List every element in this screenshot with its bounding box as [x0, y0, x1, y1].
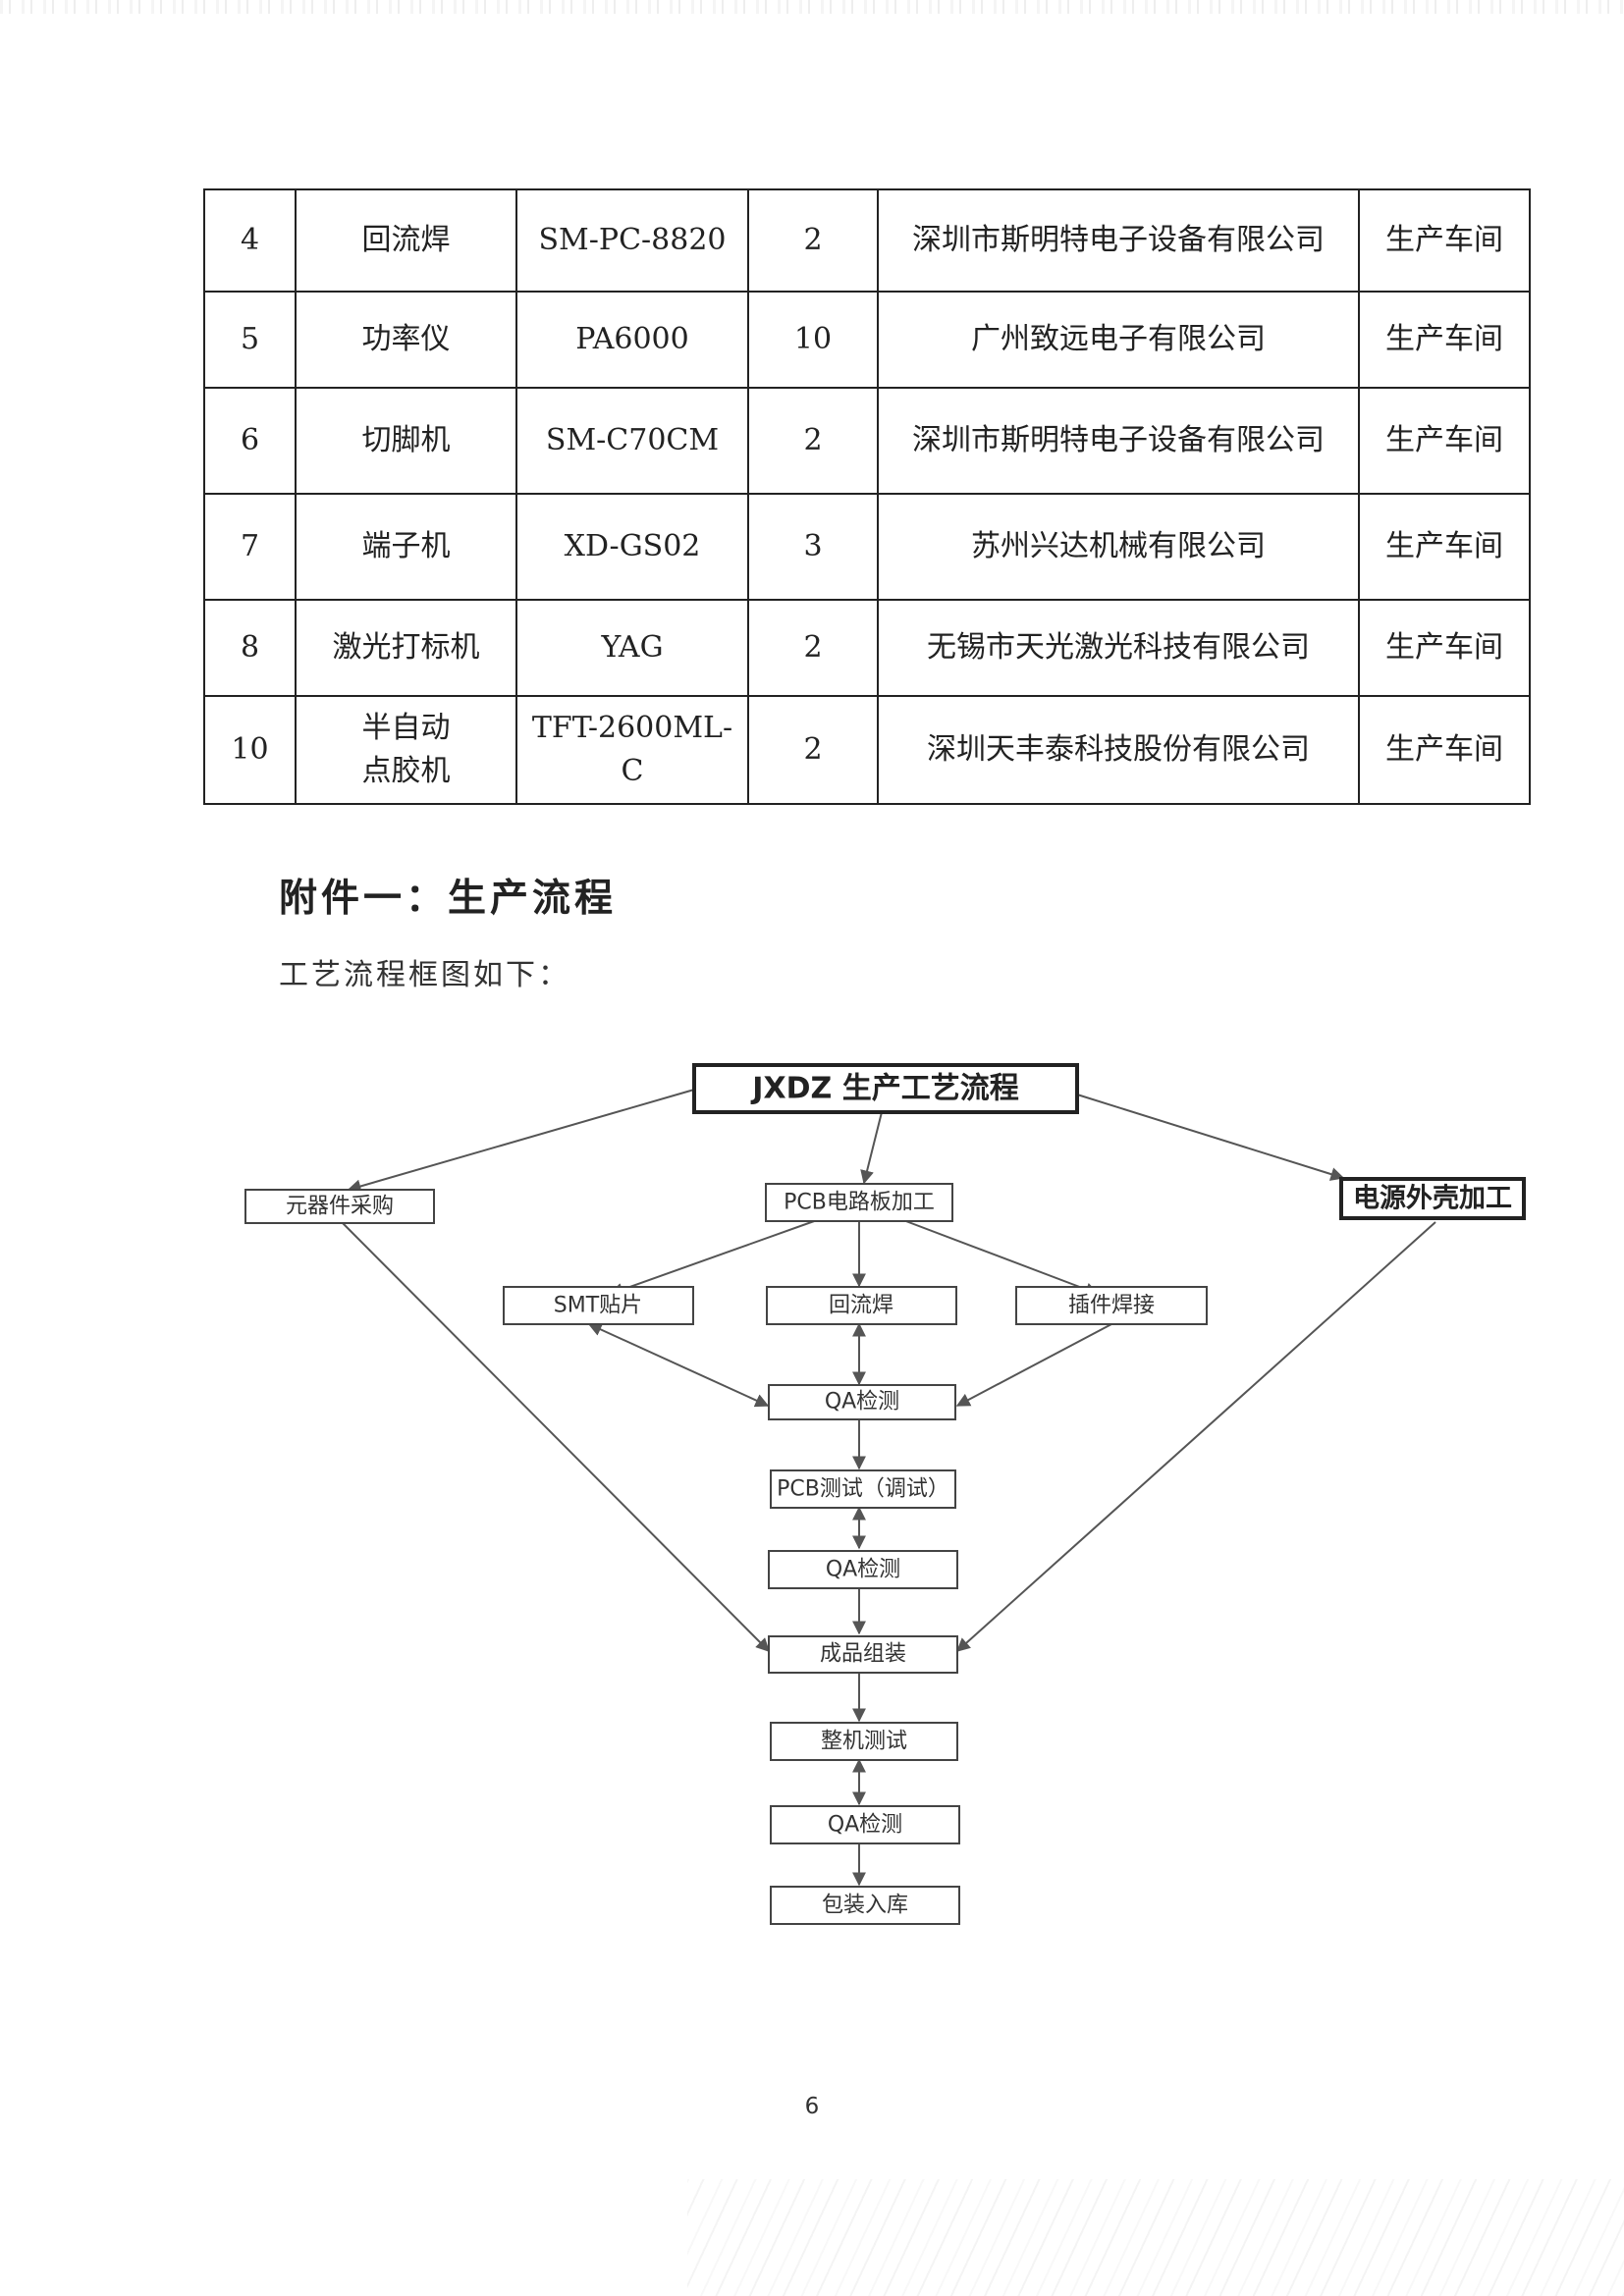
cell-supplier: 无锡市天光激光科技有限公司 — [877, 599, 1360, 697]
flow-node-pcb-processing: PCB电路板加工 — [765, 1183, 953, 1222]
flow-node-qa-2: QA检测 — [768, 1550, 958, 1589]
cell-supplier: 广州致远电子有限公司 — [877, 291, 1360, 389]
flow-node-machine-test: 整机测试 — [770, 1722, 958, 1761]
flow-node-packing: 包装入库 — [770, 1886, 960, 1925]
edge-insert-to-qa1 — [955, 1323, 1112, 1407]
cell-no: 7 — [203, 493, 297, 601]
flow-node-qa-1: QA检测 — [768, 1384, 956, 1420]
cell-location: 生产车间 — [1358, 599, 1531, 697]
cell-model: SM-PC-8820 — [515, 188, 749, 293]
section-heading: 附件一：生产流程 — [279, 877, 618, 921]
cell-qty: 2 — [747, 599, 879, 697]
node-label: 插件焊接 — [1068, 1294, 1155, 1318]
scan-noise-bottom — [687, 2179, 1624, 2296]
node-label: 元器件采购 — [286, 1195, 394, 1219]
flow-node-component-purchase: 元器件采购 — [244, 1189, 435, 1224]
flow-node-assembly: 成品组装 — [768, 1635, 958, 1674]
cell-location: 生产车间 — [1358, 695, 1531, 805]
cell-model: PA6000 — [515, 291, 749, 389]
node-title-label: JXDZ 生产工艺流程 — [750, 1072, 1018, 1106]
flow-node-smt: SMT贴片 — [503, 1286, 694, 1325]
cell-no: 5 — [203, 291, 297, 389]
cell-qty: 2 — [747, 387, 879, 495]
flow-node-pcb-test: PCB测试（调试） — [770, 1469, 956, 1509]
scan-noise-top — [0, 0, 1624, 14]
cell-location: 生产车间 — [1358, 291, 1531, 389]
edge-title-to-purchase — [347, 1089, 695, 1194]
equipment-table: 4 回流焊 SM-PC-8820 2 深圳市斯明特电子设备有限公司 生产车间 5… — [203, 188, 1531, 805]
flow-node-housing-processing: 电源外壳加工 — [1339, 1177, 1526, 1220]
flow-edges — [341, 1089, 1436, 1887]
edge-purchase-to-assembly — [341, 1221, 770, 1652]
node-label: 成品组装 — [820, 1642, 906, 1667]
table-row: 10 半自动点胶机 TFT-2600ML-C 2 深圳天丰泰科技股份有限公司 生… — [203, 695, 1531, 805]
node-label: QA检测 — [828, 1813, 902, 1838]
node-label: QA检测 — [825, 1390, 899, 1415]
cell-model: TFT-2600ML-C — [515, 695, 749, 805]
cell-supplier: 深圳市斯明特电子设备有限公司 — [877, 188, 1360, 293]
flow-node-reflow: 回流焊 — [766, 1286, 957, 1325]
cell-supplier: 深圳市斯明特电子设备有限公司 — [877, 387, 1360, 495]
cell-name: 端子机 — [295, 493, 517, 601]
cell-qty: 2 — [747, 695, 879, 805]
cell-qty: 3 — [747, 493, 879, 601]
table-row: 6 切脚机 SM-C70CM 2 深圳市斯明特电子设备有限公司 生产车间 — [203, 387, 1531, 495]
edge-title-to-pcb — [860, 1111, 883, 1185]
cell-no: 10 — [203, 695, 297, 805]
cell-qty: 10 — [747, 291, 879, 389]
page-number: 6 — [804, 2094, 820, 2119]
flow-node-insert-weld: 插件焊接 — [1015, 1286, 1208, 1325]
section-intro: 工艺流程框图如下： — [279, 958, 570, 992]
cell-no: 4 — [203, 188, 297, 293]
cell-supplier: 苏州兴达机械有限公司 — [877, 493, 1360, 601]
cell-qty: 2 — [747, 188, 879, 293]
node-label: PCB电路板加工 — [784, 1191, 935, 1215]
edge-pcb-to-insert — [902, 1219, 1100, 1297]
cell-model: XD-GS02 — [515, 493, 749, 601]
edge-pcb-to-smt — [609, 1219, 818, 1297]
table-row: 8 激光打标机 YAG 2 无锡市天光激光科技有限公司 生产车间 — [203, 599, 1531, 697]
edge-title-to-housing — [1076, 1094, 1345, 1181]
cell-location: 生产车间 — [1358, 493, 1531, 601]
node-label: 电源外壳加工 — [1353, 1184, 1512, 1214]
node-label: PCB测试（调试） — [777, 1477, 949, 1502]
table-row: 7 端子机 XD-GS02 3 苏州兴达机械有限公司 生产车间 — [203, 493, 1531, 601]
node-label: 整机测试 — [821, 1730, 907, 1754]
flow-node-qa-3: QA检测 — [770, 1805, 960, 1844]
node-label: 包装入库 — [822, 1894, 908, 1918]
cell-location: 生产车间 — [1358, 188, 1531, 293]
edge-housing-to-assembly — [955, 1221, 1436, 1652]
cell-name: 切脚机 — [295, 387, 517, 495]
cell-name: 回流焊 — [295, 188, 517, 293]
node-label: 回流焊 — [829, 1294, 893, 1318]
cell-no: 8 — [203, 599, 297, 697]
node-label: SMT贴片 — [554, 1294, 642, 1318]
table-row: 4 回流焊 SM-PC-8820 2 深圳市斯明特电子设备有限公司 生产车间 — [203, 188, 1531, 293]
cell-model: YAG — [515, 599, 749, 697]
flow-node-title: JXDZ 生产工艺流程 — [692, 1063, 1079, 1114]
table-row: 5 功率仪 PA6000 10 广州致远电子有限公司 生产车间 — [203, 291, 1531, 389]
cell-location: 生产车间 — [1358, 387, 1531, 495]
cell-model: SM-C70CM — [515, 387, 749, 495]
cell-name: 半自动点胶机 — [295, 695, 517, 805]
edge-smt-to-qa1 — [587, 1322, 770, 1408]
node-label: QA检测 — [826, 1558, 900, 1582]
cell-supplier: 深圳天丰泰科技股份有限公司 — [877, 695, 1360, 805]
cell-no: 6 — [203, 387, 297, 495]
cell-name: 激光打标机 — [295, 599, 517, 697]
cell-name: 功率仪 — [295, 291, 517, 389]
